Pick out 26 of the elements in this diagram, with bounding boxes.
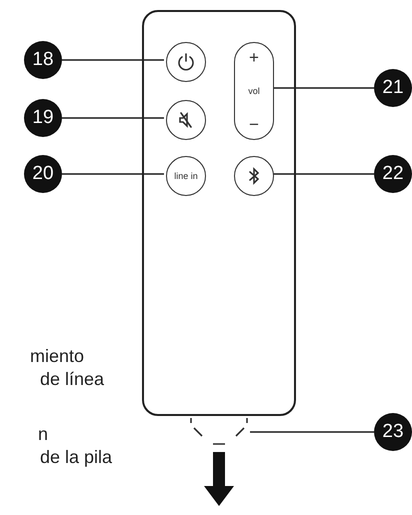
volume-rocker — [234, 42, 274, 140]
note-text: n — [38, 424, 48, 445]
leader-line — [272, 87, 374, 89]
callout-number: 18 — [24, 41, 62, 79]
button-label: vol — [248, 86, 260, 96]
line-in-button: line in — [166, 156, 206, 196]
callout-number: 21 — [374, 69, 412, 107]
note-text: de la pila — [40, 447, 112, 468]
leader-line — [62, 173, 164, 175]
mute-button — [166, 100, 206, 140]
leader-line — [62, 59, 164, 61]
power-button — [166, 42, 206, 82]
battery-cover — [188, 418, 250, 448]
note-text: de línea — [40, 369, 104, 390]
callout-number: 19 — [24, 99, 62, 137]
bluetooth-button — [234, 156, 274, 196]
leader-line — [272, 173, 374, 175]
callout-number: 23 — [374, 413, 412, 451]
plus-sign: + — [249, 49, 259, 66]
remote-control-body — [142, 10, 296, 416]
leader-line — [62, 117, 164, 119]
leader-line — [250, 431, 374, 433]
callout-number: 20 — [24, 155, 62, 193]
callout-number: 22 — [374, 155, 412, 193]
minus-sign: − — [249, 116, 259, 133]
note-text: miento — [30, 346, 84, 367]
